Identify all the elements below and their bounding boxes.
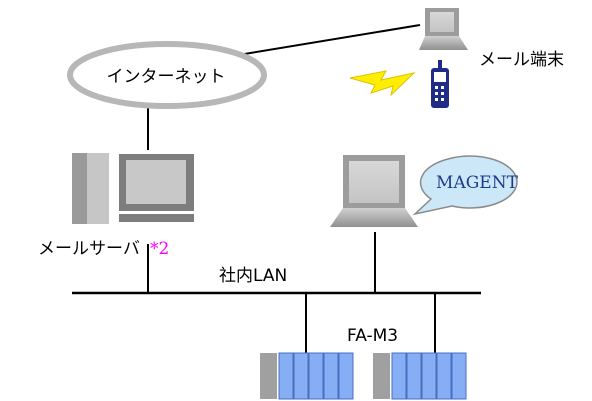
plc-rack-icon <box>260 352 354 400</box>
magent-label: MAGENT <box>436 173 519 193</box>
connection-lines <box>147 24 436 354</box>
plc-rack-icon <box>373 352 467 400</box>
magent-laptop <box>330 155 418 227</box>
internet-cloud: インターネット <box>67 41 267 109</box>
lan-label: 社内LAN <box>219 266 287 286</box>
monitor-icon <box>119 154 194 222</box>
footnote-marker: *2 <box>150 239 169 259</box>
laptop-icon <box>419 8 468 50</box>
server-tower-icon <box>72 153 109 224</box>
internet-to-mail-terminal-line <box>231 24 421 57</box>
mobile-phone-icon <box>431 60 449 108</box>
speech-bubble-icon <box>412 155 518 216</box>
mail-server-label: メールサーバ <box>38 239 140 259</box>
cloud-icon <box>67 41 267 109</box>
mail-terminal-laptop <box>419 8 468 50</box>
mail-server <box>72 153 194 224</box>
lightning-icon <box>349 70 416 97</box>
magent-bubble: MAGENT <box>412 155 519 216</box>
mail-terminal-label: メール端末 <box>479 50 564 70</box>
plc-label: FA-M3 <box>347 326 398 346</box>
laptop-icon <box>330 155 418 227</box>
internet-label: インターネット <box>107 67 226 87</box>
